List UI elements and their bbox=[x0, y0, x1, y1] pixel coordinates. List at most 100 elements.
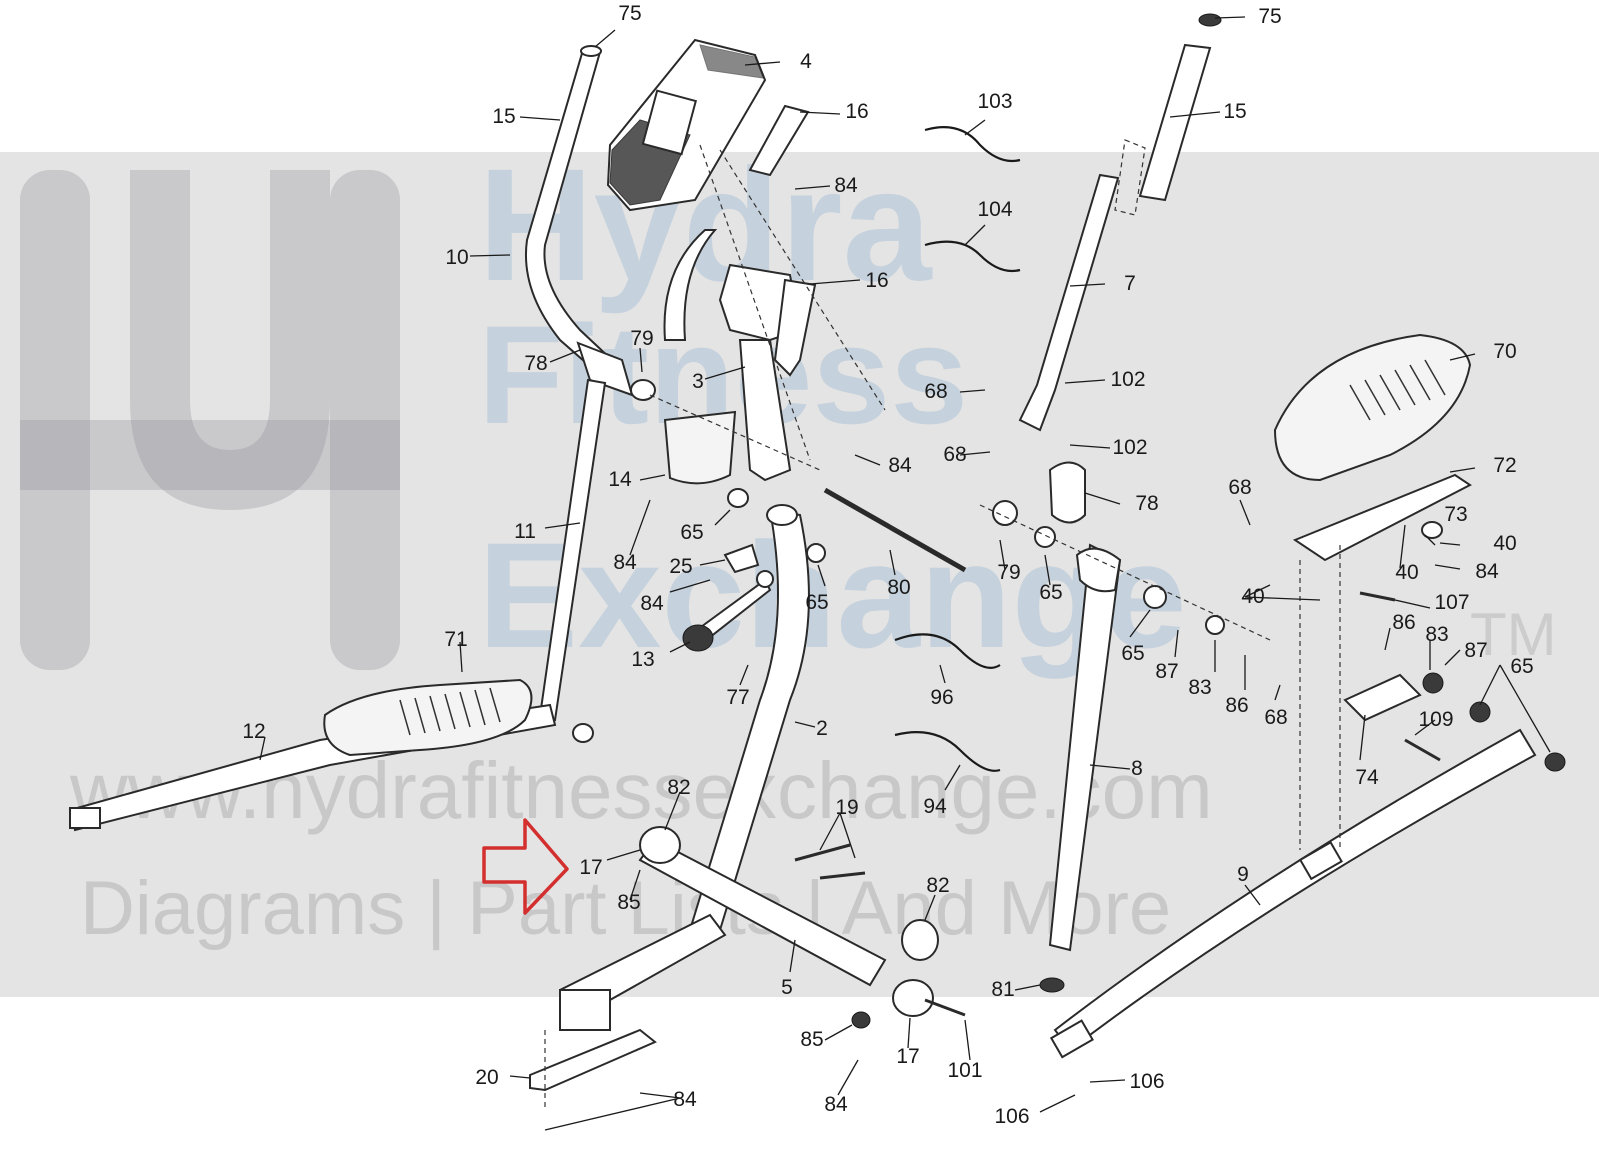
cover-16-top bbox=[748, 104, 810, 177]
part-number-label-17: 17 bbox=[896, 1045, 920, 1068]
part-number-label-104: 104 bbox=[977, 198, 1013, 221]
part-number-label-4: 4 bbox=[800, 50, 812, 73]
part-number-label-84: 84 bbox=[888, 454, 912, 477]
leveler-20 bbox=[529, 1028, 657, 1092]
part-number-label-65: 65 bbox=[1510, 655, 1534, 678]
assembly-line-axle bbox=[649, 394, 821, 471]
part-number-label-40: 40 bbox=[1493, 532, 1517, 555]
bolt-109 bbox=[1404, 738, 1441, 762]
part-number-label-107: 107 bbox=[1434, 591, 1470, 614]
console-speaker-grille bbox=[699, 44, 764, 79]
part-number-label-71: 71 bbox=[444, 628, 468, 651]
part-number-label-68: 68 bbox=[1264, 706, 1288, 729]
part-number-label-12: 12 bbox=[242, 720, 266, 743]
cable-94 bbox=[894, 731, 1001, 772]
part-number-label-40: 40 bbox=[1241, 585, 1265, 608]
watermark-trademark: TM bbox=[1470, 601, 1557, 668]
part-number-label-40: 40 bbox=[1395, 561, 1419, 584]
part-number-label-25: 25 bbox=[669, 555, 693, 578]
part-number-label-84: 84 bbox=[1475, 560, 1499, 583]
lower-arm-11 bbox=[538, 378, 607, 722]
part-number-label-65: 65 bbox=[1121, 642, 1145, 665]
part-number-label-5: 5 bbox=[781, 976, 793, 999]
endcap-75-right bbox=[1198, 13, 1222, 27]
arm-8-pivot bbox=[1075, 547, 1122, 593]
part-number-label-84: 84 bbox=[834, 174, 858, 197]
bolt-19-b bbox=[819, 871, 866, 880]
spacer-knob bbox=[756, 570, 774, 588]
leader-lines bbox=[259, 16, 1551, 1131]
axle-80 bbox=[823, 487, 967, 573]
cable-103 bbox=[924, 126, 1021, 163]
washer-83-right bbox=[1422, 672, 1444, 694]
part-number-label-81: 81 bbox=[991, 978, 1015, 1001]
part-number-label-65: 65 bbox=[805, 591, 829, 614]
bushing-79-right bbox=[992, 500, 1018, 526]
part-number-label-82: 82 bbox=[667, 776, 691, 799]
part-number-label-106: 106 bbox=[994, 1105, 1030, 1128]
part-number-label-73: 73 bbox=[1444, 503, 1468, 526]
part-number-label-14: 14 bbox=[608, 468, 632, 491]
part-number-label-68: 68 bbox=[924, 380, 948, 403]
mast-top-cap bbox=[766, 504, 798, 526]
part-number-label-94: 94 bbox=[923, 795, 947, 818]
handle-3 bbox=[663, 229, 718, 341]
part-number-label-70: 70 bbox=[1493, 340, 1517, 363]
part-number-label-83: 83 bbox=[1425, 623, 1449, 646]
bushing-65-end bbox=[1544, 752, 1566, 772]
pedal-70 bbox=[1273, 333, 1472, 482]
part-number-label-85: 85 bbox=[800, 1028, 824, 1051]
bushing-65-a bbox=[806, 543, 826, 563]
pedal-arm-9 bbox=[1053, 728, 1537, 1052]
bushing-65-b bbox=[727, 488, 749, 508]
part-number-label-75: 75 bbox=[1258, 5, 1282, 28]
part-number-label-72: 72 bbox=[1493, 454, 1517, 477]
part-number-label-11: 11 bbox=[514, 520, 536, 543]
bracket-16-side bbox=[773, 278, 817, 377]
part-number-label-65: 65 bbox=[1039, 581, 1063, 604]
bushing-65-far-right bbox=[1469, 701, 1491, 723]
part-number-label-106: 106 bbox=[1129, 1070, 1165, 1093]
part-number-label-86: 86 bbox=[1225, 694, 1249, 717]
part-number-label-87: 87 bbox=[1464, 639, 1488, 662]
spacer-73 bbox=[1421, 521, 1443, 539]
part-number-label-87: 87 bbox=[1155, 660, 1179, 683]
washer-83 bbox=[1205, 615, 1225, 635]
part-number-label-20: 20 bbox=[475, 1066, 499, 1089]
grip-15-right bbox=[1138, 43, 1212, 202]
part-number-label-10: 10 bbox=[445, 246, 469, 269]
part-number-label-102: 102 bbox=[1112, 436, 1148, 459]
part-number-label-86: 86 bbox=[1392, 611, 1416, 634]
part-number-label-109: 109 bbox=[1418, 708, 1454, 731]
part-number-label-103: 103 bbox=[977, 90, 1013, 113]
part-number-label-16: 16 bbox=[845, 100, 869, 123]
pedal-71 bbox=[323, 678, 533, 757]
part-number-label-17: 17 bbox=[579, 856, 603, 879]
pedal-arm-end bbox=[69, 807, 101, 829]
end-cap-17-right bbox=[892, 979, 934, 1017]
part-number-label-102: 102 bbox=[1110, 368, 1146, 391]
part-number-label-65: 65 bbox=[680, 521, 704, 544]
pedal-bracket-72 bbox=[1292, 473, 1472, 562]
part-number-label-84: 84 bbox=[613, 551, 637, 574]
endcap-75-left bbox=[580, 45, 602, 57]
part-number-label-80: 80 bbox=[887, 576, 911, 599]
part-number-label-84: 84 bbox=[640, 592, 664, 615]
bushing-79-left bbox=[630, 379, 656, 401]
part-number-label-8: 8 bbox=[1131, 757, 1143, 780]
bolt-19-a bbox=[794, 843, 851, 862]
part-number-label-68: 68 bbox=[1228, 476, 1252, 499]
base-tube-end bbox=[559, 989, 611, 1031]
part-number-label-84: 84 bbox=[824, 1093, 848, 1116]
pivot-tube-78-right bbox=[1048, 461, 1086, 524]
part-number-label-7: 7 bbox=[1124, 272, 1136, 295]
bushing-65-right-a bbox=[1034, 526, 1056, 548]
end-cap-82-right bbox=[901, 919, 939, 961]
part-number-label-15: 15 bbox=[1223, 100, 1247, 123]
assembly-line-cover bbox=[699, 144, 811, 461]
foot-85 bbox=[851, 1011, 871, 1029]
cable-96 bbox=[894, 633, 1001, 669]
